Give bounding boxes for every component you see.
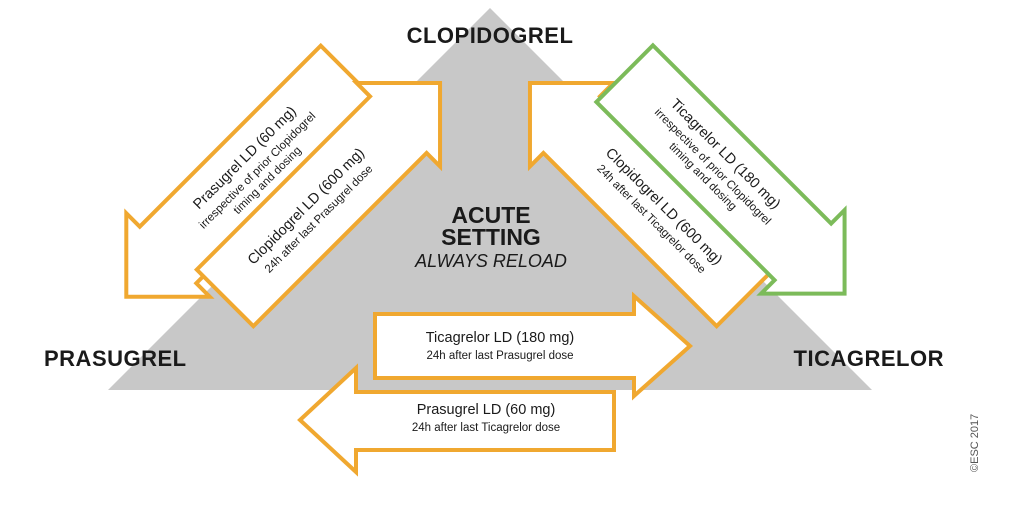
vertex-label-prasugrel: PRASUGREL bbox=[44, 346, 187, 371]
arrow-clopidogrel-to-ticagrelor: Ticagrelor LD (180 mg) irrespective of p… bbox=[593, 42, 847, 296]
arrow-prasugrel-to-ticagrelor: Ticagrelor LD (180 mg) 24h after last Pr… bbox=[373, 291, 694, 401]
arrow-shape bbox=[373, 291, 694, 401]
vertex-label-clopidogrel: CLOPIDOGREL bbox=[407, 23, 574, 48]
center-title-line1: ACUTE bbox=[451, 202, 530, 228]
background-triangle bbox=[108, 8, 872, 390]
copyright-label: ©ESC 2017 bbox=[969, 414, 981, 472]
arrow-shape bbox=[297, 363, 616, 477]
arrow-ticagrelor-to-prasugrel: Prasugrel LD (60 mg) 24h after last Tica… bbox=[297, 363, 616, 477]
vertex-label-ticagrelor: TICAGRELOR bbox=[794, 346, 944, 371]
arrow-title: Ticagrelor LD (180 mg) bbox=[426, 330, 575, 346]
arrow-shape bbox=[193, 80, 443, 330]
arrow-subtitle-1: 24h after last Prasugrel dose bbox=[426, 350, 573, 362]
arrow-title: Prasugrel LD (60 mg) bbox=[417, 402, 556, 418]
center-title-line2: SETTING bbox=[441, 224, 541, 250]
arrow-shape bbox=[124, 42, 381, 299]
arrow-subtitle-1: 24h after last Ticagrelor dose bbox=[412, 422, 560, 434]
arrow-shape bbox=[593, 42, 847, 296]
center-subtitle: ALWAYS RELOAD bbox=[414, 251, 567, 271]
